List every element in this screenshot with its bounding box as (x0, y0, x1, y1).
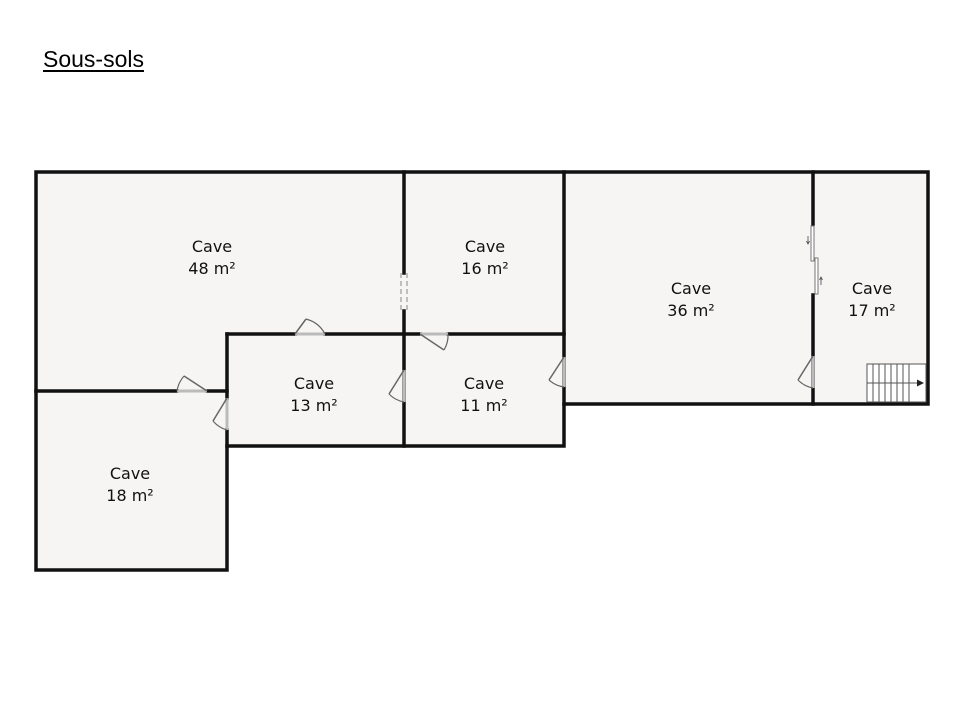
room-name: Cave (294, 374, 334, 393)
room-name: Cave (852, 279, 892, 298)
room-area: 11 m² (460, 396, 507, 415)
room-cave-16: Cave 16 m² (461, 237, 508, 278)
door-icon (797, 355, 815, 389)
outer-wall (34, 170, 930, 572)
doors (176, 225, 823, 431)
door-icon (294, 318, 326, 336)
door-icon (212, 397, 229, 431)
room-cave-18: Cave 18 m² (106, 464, 153, 505)
room-area: 17 m² (848, 301, 895, 320)
door-icon (176, 375, 208, 393)
opening-icon (400, 273, 408, 311)
room-name: Cave (464, 374, 504, 393)
page-title: Sous-sols (43, 46, 144, 72)
room-cave-13: Cave 13 m² (290, 374, 337, 415)
door-icon (388, 369, 406, 403)
room-area: 48 m² (188, 259, 235, 278)
door-icon (548, 356, 566, 388)
room-area: 18 m² (106, 486, 153, 505)
staircase-icon (866, 363, 927, 403)
door-icon (419, 332, 449, 351)
floor-area (36, 172, 928, 570)
room-cave-36: Cave 36 m² (667, 279, 714, 320)
room-area: 16 m² (461, 259, 508, 278)
room-name: Cave (465, 237, 505, 256)
room-area: 13 m² (290, 396, 337, 415)
room-name: Cave (192, 237, 232, 256)
room-cave-48: Cave 48 m² (188, 237, 235, 278)
room-name: Cave (110, 464, 150, 483)
room-name: Cave (671, 279, 711, 298)
room-cave-17: Cave 17 m² (848, 279, 895, 320)
room-cave-11: Cave 11 m² (460, 374, 507, 415)
room-area: 36 m² (667, 301, 714, 320)
sliding-door-icon (806, 225, 823, 295)
